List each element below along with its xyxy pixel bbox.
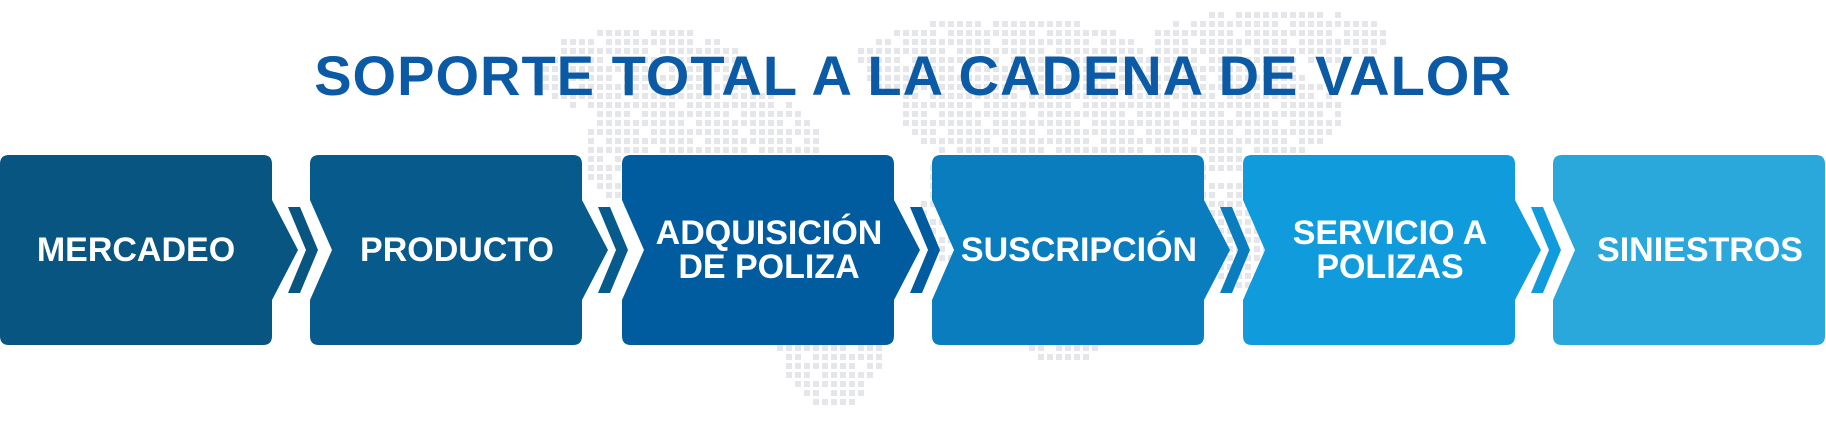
value-chain-step: ADQUISICIÓN DE POLIZA (622, 155, 920, 345)
step-label: MERCADEO (36, 231, 236, 269)
diagram-title: SOPORTE TOTAL A LA CADENA DE VALOR (314, 44, 1512, 107)
double-chevron-icon (598, 207, 628, 293)
step-shape (932, 155, 1230, 345)
step-shape (622, 155, 920, 345)
value-chain-step: SERVICIO A POLIZAS (1243, 155, 1541, 345)
double-chevron-icon (910, 207, 940, 293)
value-chain-step: SINIESTROS (1553, 155, 1825, 345)
step-label: SERVICIO A POLIZAS (1292, 214, 1488, 286)
step-label: SINIESTROS (1597, 231, 1803, 269)
value-chain: MERCADEO PRODUCTO ADQUISICIÓN DE POLIZA SUS… (0, 155, 1826, 345)
value-chain-step: SUSCRIPCIÓN (932, 155, 1230, 345)
step-shape (1553, 155, 1825, 345)
double-chevron-icon (288, 207, 318, 293)
value-chain-step: PRODUCTO (310, 155, 608, 345)
step-label: ADQUISICIÓN DE POLIZA (655, 214, 883, 286)
step-shape (1243, 155, 1541, 345)
double-chevron-icon (1531, 207, 1561, 293)
step-label: PRODUCTO (360, 231, 554, 269)
step-shape (0, 155, 298, 345)
step-label: SUSCRIPCIÓN (960, 231, 1198, 269)
step-shape (310, 155, 608, 345)
value-chain-step: MERCADEO (0, 155, 298, 345)
double-chevron-icon (1220, 207, 1250, 293)
